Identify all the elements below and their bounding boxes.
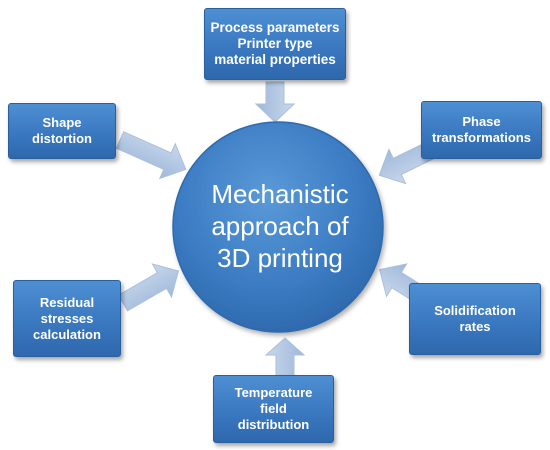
- center-circle: [172, 121, 384, 333]
- arrow-from-top: [254, 81, 296, 123]
- node-line: Process parameters: [210, 20, 340, 35]
- center-line-1: Mechanistic: [211, 179, 349, 209]
- node-solidification-rates: Solidification rates: [409, 283, 541, 355]
- node-line: field: [260, 401, 287, 416]
- node-phase-transformations: Phase transformations: [421, 101, 542, 159]
- node-line: distortion: [32, 131, 92, 146]
- center-line-2: approach of: [211, 211, 349, 241]
- arrow-from-residual: [117, 263, 180, 312]
- node-line: Solidification: [434, 303, 516, 318]
- node-line: Temperature: [234, 385, 313, 400]
- node-line: distribution: [237, 417, 310, 432]
- node-line: material properties: [214, 52, 336, 67]
- node-residual-stresses: Residual stresses calculation: [13, 280, 121, 357]
- node-line: stresses: [40, 310, 94, 326]
- node-line: Shape: [42, 115, 82, 130]
- node-line: calculation: [33, 326, 101, 342]
- node-line: transformations: [432, 130, 531, 145]
- center-line-3: 3D printing: [217, 243, 343, 273]
- node-line: Phase: [462, 114, 501, 129]
- node-temperature-field: Temperature field distribution: [213, 375, 334, 443]
- arrow-from-temperature: [264, 337, 306, 381]
- center-label: Mechanistic approach of 3D printing: [175, 178, 385, 274]
- arrow-from-shape-distortion: [115, 131, 187, 180]
- node-line: Printer type: [237, 36, 313, 51]
- node-shape-distortion: Shape distortion: [8, 103, 116, 159]
- node-line: rates: [459, 319, 491, 334]
- node-line: Residual: [39, 294, 95, 310]
- node-process-parameters: Process parameters Printer type material…: [204, 8, 346, 80]
